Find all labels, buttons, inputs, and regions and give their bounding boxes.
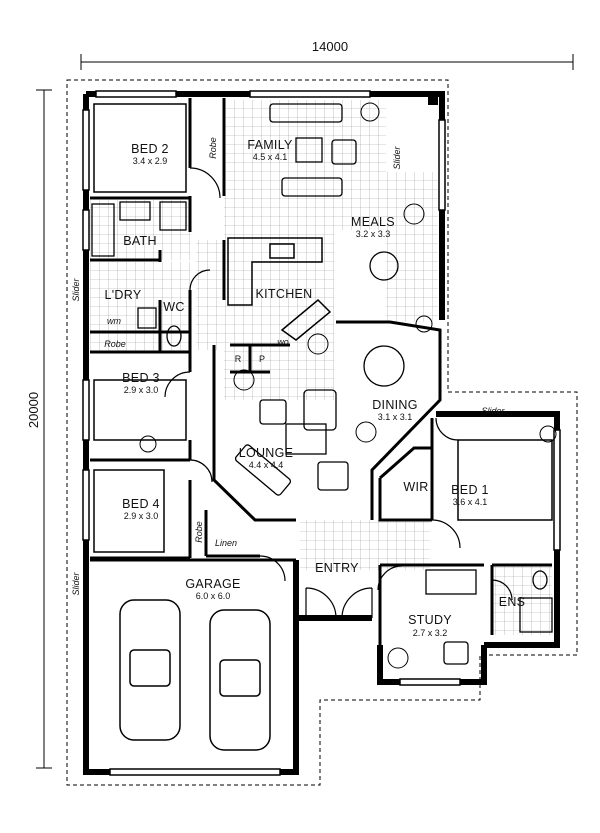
room-name-wir: WIR [403,480,428,494]
room-labels: BED 2 3.4 x 2.9 FAMILY 4.5 x 4.1 BATH ME… [104,138,525,638]
wm-label: wm [107,316,121,326]
furniture [234,103,477,665]
slider-label-garage: Slider [71,571,81,595]
windows [82,90,561,776]
linen-label: Linen [215,538,237,548]
depth-dimension: 20000 [26,89,52,769]
r-label: R [235,354,242,364]
room-dims-family: 4.5 x 4.1 [253,152,288,162]
plants [139,102,557,669]
width-dimension-label: 14000 [312,39,348,54]
room-dims-bed3: 2.9 x 3.0 [124,385,159,395]
room-name-garage: GARAGE [185,577,240,591]
room-name-study: STUDY [408,613,452,627]
robe-label-hall: Robe [104,339,126,349]
room-name-meals: MEALS [351,215,395,229]
room-name-lounge: LOUNGE [239,446,294,460]
room-dims-lounge: 4.4 x 4.4 [249,460,284,470]
width-dimension: 14000 [80,39,574,70]
room-name-bed3: BED 3 [122,371,160,385]
tiled-areas [90,100,552,635]
room-name-bed2: BED 2 [131,142,169,156]
cars [119,599,271,751]
room-name-bed1: BED 1 [451,483,489,497]
room-name-entry: ENTRY [315,561,359,575]
slider-label-laundry: Slider [71,277,81,301]
room-dims-garage: 6.0 x 6.0 [196,591,231,601]
room-name-kitchen: KITCHEN [256,287,313,301]
wo-label: wo [277,337,289,347]
slider-label-family: Slider [392,145,402,169]
kitchen-bench [227,237,332,341]
bath-fixtures [91,201,553,633]
depth-dimension-label: 20000 [26,392,41,428]
stack-marker [428,95,438,105]
p-label: P [259,354,265,364]
room-name-family: FAMILY [247,138,293,152]
robe-label-bed4: Robe [194,521,204,543]
interior-walls [90,98,552,645]
slider-label-bed1: Slider [481,406,505,416]
room-name-wc: WC [163,300,184,314]
robe-label-bed2: Robe [208,137,218,159]
eave-outline [66,79,578,786]
room-name-bath: BATH [123,234,157,248]
room-dims-bed4: 2.9 x 3.0 [124,511,159,521]
room-dims-bed1: 3.6 x 4.1 [453,497,488,507]
room-name-dining: DINING [372,398,418,412]
room-name-ens: ENS [499,595,526,609]
beds [93,103,553,553]
room-dims-dining: 3.1 x 3.1 [378,412,413,422]
fixture-labels: Robe Slider Slider wm Robe wo R P Slider… [71,137,506,595]
doors [164,167,513,619]
room-name-bed4: BED 4 [122,497,160,511]
room-name-laundry: L'DRY [104,288,141,302]
room-dims-meals: 3.2 x 3.3 [356,229,391,239]
room-dims-study: 2.7 x 3.2 [413,628,448,638]
room-dims-bed2: 3.4 x 2.9 [133,156,168,166]
